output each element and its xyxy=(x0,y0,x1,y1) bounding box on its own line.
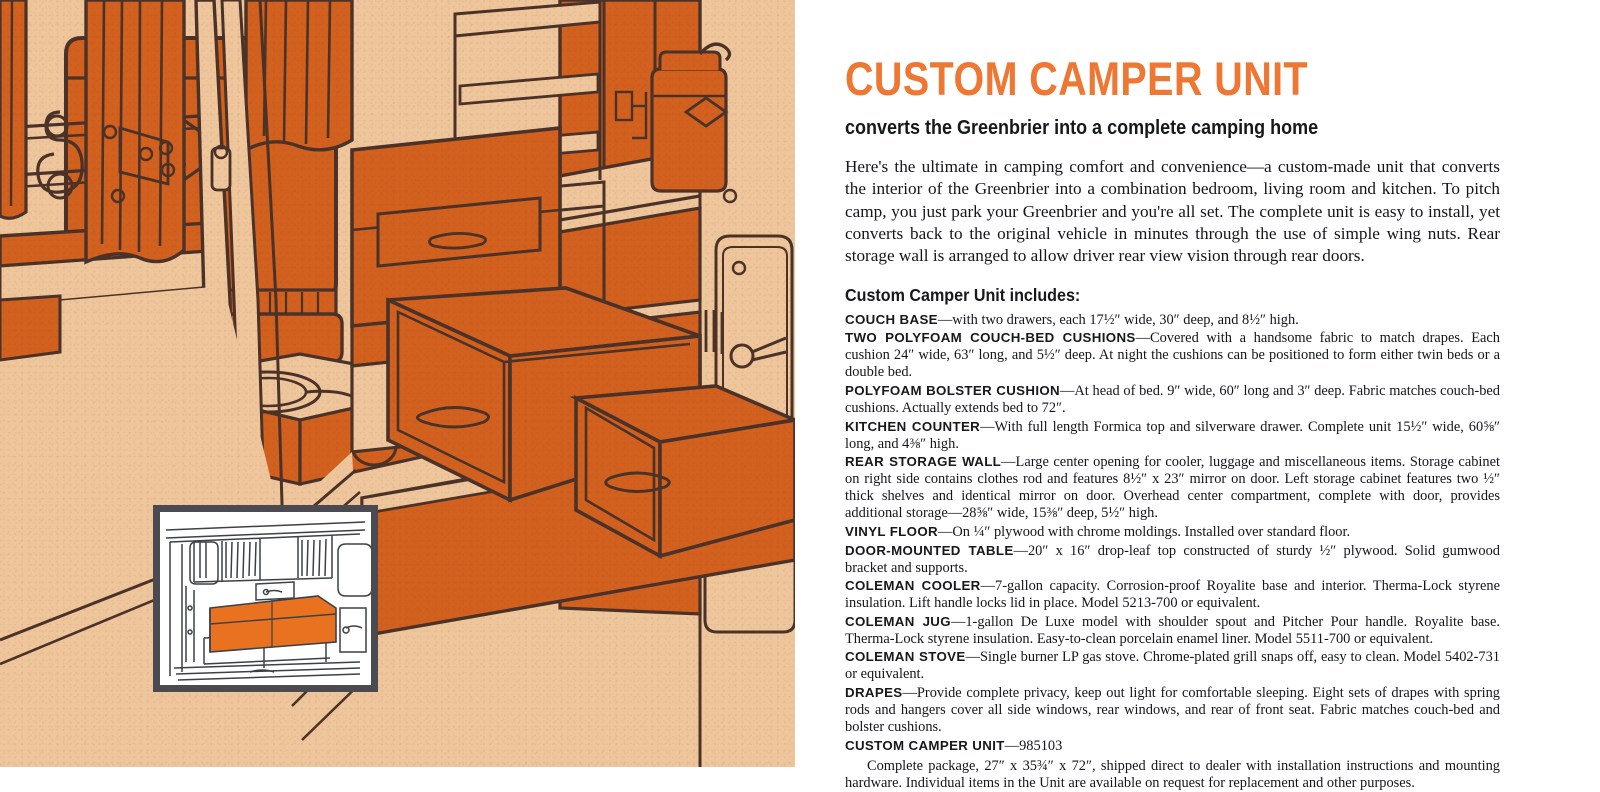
spec-text: —Covered with a handsome fabric to match… xyxy=(845,330,1500,381)
page-subtitle: converts the Greenbrier into a complete … xyxy=(845,116,1319,139)
spec-text: —985103 xyxy=(1004,737,1063,754)
spec-text: —Provide complete privacy, keep out ligh… xyxy=(845,685,1500,736)
spec-item: COLEMAN COOLER—7-gallon capacity. Corros… xyxy=(845,578,1500,612)
spec-text: —20″ x 16″ drop-leaf top constructed of … xyxy=(845,542,1500,576)
spec-text: —At head of bed. 9″ wide, 60″ long and 3… xyxy=(845,382,1500,417)
spec-text: —Large center opening for cooler, luggag… xyxy=(845,454,1500,522)
spec-text: —1-gallon De Luxe model with shoulder sp… xyxy=(845,613,1500,647)
spec-text: —With full length Formica top and silver… xyxy=(845,418,1500,452)
spec-item: COUCH BASE—with two drawers, each 17½″ w… xyxy=(845,312,1500,329)
spec-item: REAR STORAGE WALL—Large center opening f… xyxy=(845,454,1500,522)
spec-item: COLEMAN JUG—1-gallon De Luxe model with … xyxy=(845,614,1500,648)
spec-item: DRAPES—Provide complete privacy, keep ou… xyxy=(845,685,1500,736)
spec-label: REAR STORAGE WALL xyxy=(845,454,1002,470)
inset-photo-bed-conversion xyxy=(153,505,378,692)
inset-illustration xyxy=(160,512,371,685)
spec-label: COUCH BASE xyxy=(845,311,938,327)
spec-label: COLEMAN STOVE xyxy=(845,649,966,665)
spec-label: CUSTOM CAMPER UNIT xyxy=(845,737,1005,753)
spec-item: KITCHEN COUNTER—With full length Formica… xyxy=(845,419,1500,453)
spec-text: —7-gallon capacity. Corrosion-proof Roya… xyxy=(845,578,1500,612)
includes-heading: Custom Camper Unit includes: xyxy=(845,284,1081,305)
spec-text: —On ¼″ plywood with chrome moldings. Ins… xyxy=(938,523,1351,540)
spec-label: TWO POLYFOAM COUCH-BED CUSHIONS xyxy=(845,330,1136,346)
text-column: CUSTOM CAMPER UNIT converts the Greenbri… xyxy=(795,0,1600,791)
spec-item: VINYL FLOOR—On ¼″ plywood with chrome mo… xyxy=(845,524,1500,541)
spec-list: COUCH BASE—with two drawers, each 17½″ w… xyxy=(845,312,1500,755)
closing-paragraph: Complete package, 27″ x 35¾″ x 72″, ship… xyxy=(845,757,1500,791)
spec-item-part-number: CUSTOM CAMPER UNIT—985103 xyxy=(845,738,1500,755)
spec-label: VINYL FLOOR xyxy=(845,523,938,539)
spec-text: —with two drawers, each 17½″ wide, 30″ d… xyxy=(937,311,1299,328)
spec-item: POLYFOAM BOLSTER CUSHION—At head of bed.… xyxy=(845,383,1500,417)
illustration-panel xyxy=(0,0,795,767)
spec-label: KITCHEN COUNTER xyxy=(845,418,981,434)
spec-item: TWO POLYFOAM COUCH-BED CUSHIONS—Covered … xyxy=(845,330,1500,381)
spec-label: COLEMAN JUG xyxy=(845,613,951,629)
spec-label: COLEMAN COOLER xyxy=(845,578,981,594)
page-title: CUSTOM CAMPER UNIT xyxy=(845,52,1309,105)
intro-paragraph: Here's the ultimate in camping comfort a… xyxy=(845,156,1500,266)
spec-item: DOOR-MOUNTED TABLE—20″ x 16″ drop-leaf t… xyxy=(845,543,1500,577)
spec-item: COLEMAN STOVE—Single burner LP gas stove… xyxy=(845,649,1500,683)
spec-label: POLYFOAM BOLSTER CUSHION xyxy=(845,382,1061,398)
spec-label: DRAPES xyxy=(845,685,903,701)
spec-label: DOOR-MOUNTED TABLE xyxy=(845,542,1014,558)
camper-interior-illustration xyxy=(0,0,795,767)
spec-text: —Single burner LP gas stove. Chrome-plat… xyxy=(845,649,1500,683)
